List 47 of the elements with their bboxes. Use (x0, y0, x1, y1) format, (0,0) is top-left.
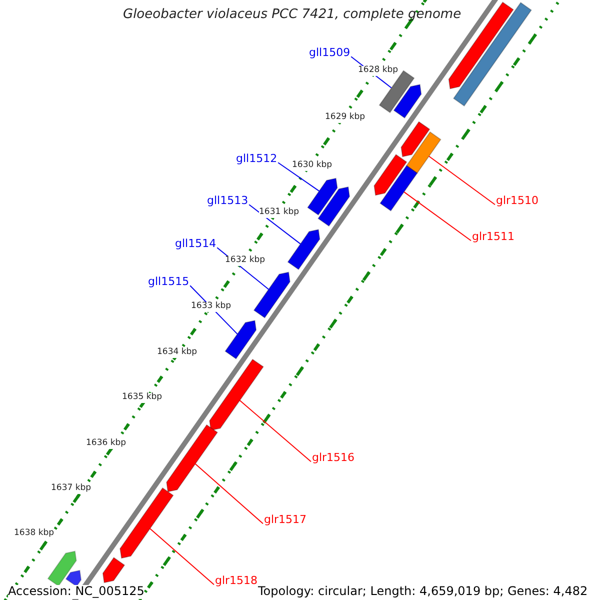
scale-label: 1637 kbp (51, 484, 92, 494)
gene-feature (166, 424, 218, 492)
leader-line (278, 162, 320, 192)
leader-line (404, 191, 472, 242)
gene-feature (374, 154, 408, 196)
gene-label: gll1515 (148, 276, 190, 289)
gene-feature (400, 121, 430, 158)
scale-label: 1636 kbp (86, 439, 126, 449)
scale-label: 1628 kbp (358, 66, 398, 76)
gene-label: glr1518 (215, 575, 258, 588)
scale-label: 1633 kbp (191, 302, 232, 312)
leader-line (248, 204, 301, 244)
gene-feature (307, 178, 338, 216)
scale-label: 1632 kbp (225, 256, 266, 266)
gene-feature (47, 550, 77, 587)
leader-line (239, 400, 312, 462)
gene-feature (65, 570, 82, 588)
gene-label: gll1513 (207, 195, 248, 208)
leader-line (150, 528, 214, 586)
gene-label: gll1512 (236, 153, 278, 166)
gene-feature (209, 358, 264, 431)
leader-line (428, 156, 496, 206)
gene-feature (318, 186, 350, 227)
gene-feature (287, 229, 320, 270)
gene-label: glr1511 (472, 231, 515, 244)
scale-label: 1629 kbp (325, 113, 366, 123)
info-text: Topology: circular; Length: 4,659,019 bp; Genes: 4,482 (258, 585, 588, 599)
gene-label: gll1509 (309, 47, 350, 60)
scale-label: 1635 kbp (122, 393, 162, 403)
gene-feature (102, 556, 126, 584)
leader-line (194, 463, 264, 524)
gene-feature (224, 320, 257, 360)
gene-feature (393, 84, 422, 119)
gene-block (406, 131, 442, 174)
gene-label: glr1517 (264, 514, 307, 527)
title: Gloeobacter violaceus PCC 7421, complete genome (123, 8, 462, 23)
scale-label: 1630 kbp (292, 161, 332, 171)
gene-feature (253, 272, 290, 318)
scale-label: 1634 kbp (157, 348, 198, 358)
scale-label: 1638 kbp (14, 529, 54, 539)
gene-feature (120, 487, 174, 559)
gene-label: glr1516 (312, 452, 355, 465)
gene-label: gll1514 (175, 238, 216, 251)
info-text: Accession: NC_005125 (8, 585, 144, 599)
gene-label: glr1510 (496, 195, 539, 208)
scale-label: 1631 kbp (259, 208, 300, 218)
gene-feature (380, 164, 418, 212)
